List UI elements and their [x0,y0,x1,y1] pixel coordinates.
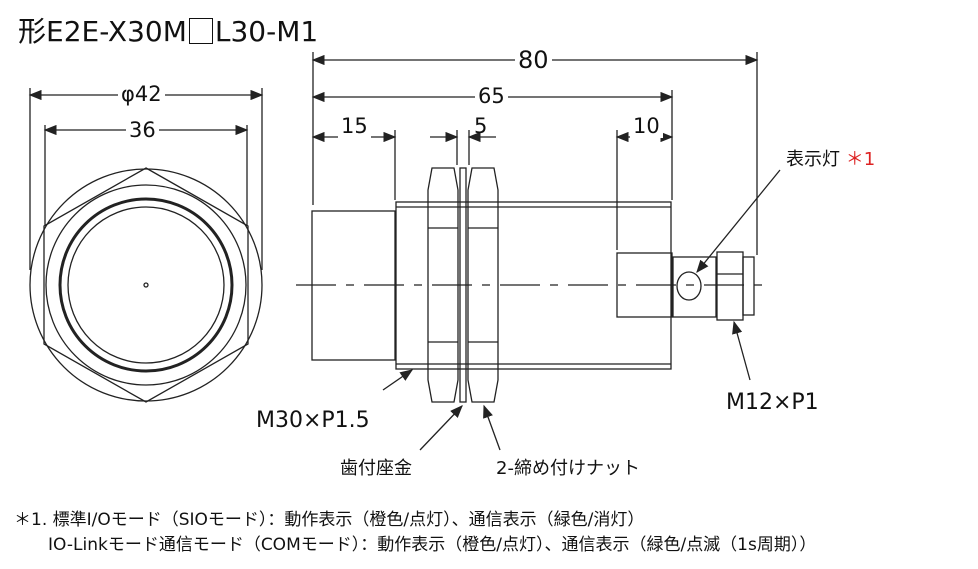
dim-body-length: 65 [475,84,508,108]
dim-connector-length: 10 [630,114,663,138]
dim-total-length: 80 [515,46,552,74]
washer-label: 歯付座金 [340,458,412,479]
dim-face-length: 15 [338,114,371,138]
note-2: IO-Linkモード通信モード（COMモード）：動作表示（橙色/点灯）、通信表示… [48,535,817,555]
front-view [28,88,264,403]
dim-hex-width: 36 [126,118,159,142]
dim-outer-diameter: φ42 [118,82,165,106]
note-1: ＊1. 標準I/Oモード（SIOモード）：動作表示（橙色/点灯）、通信表示（緑色… [14,510,645,530]
thread-main-label: M30×P1.5 [256,408,370,433]
nut-label: 2-締め付けナット [496,458,640,479]
thread-connector-label: M12×P1 [726,390,819,415]
dim-nut-gap: 5 [474,114,488,138]
side-view [296,52,781,451]
model-placeholder-box [188,18,213,44]
indicator-label: 表示灯 ＊1 [786,149,876,170]
